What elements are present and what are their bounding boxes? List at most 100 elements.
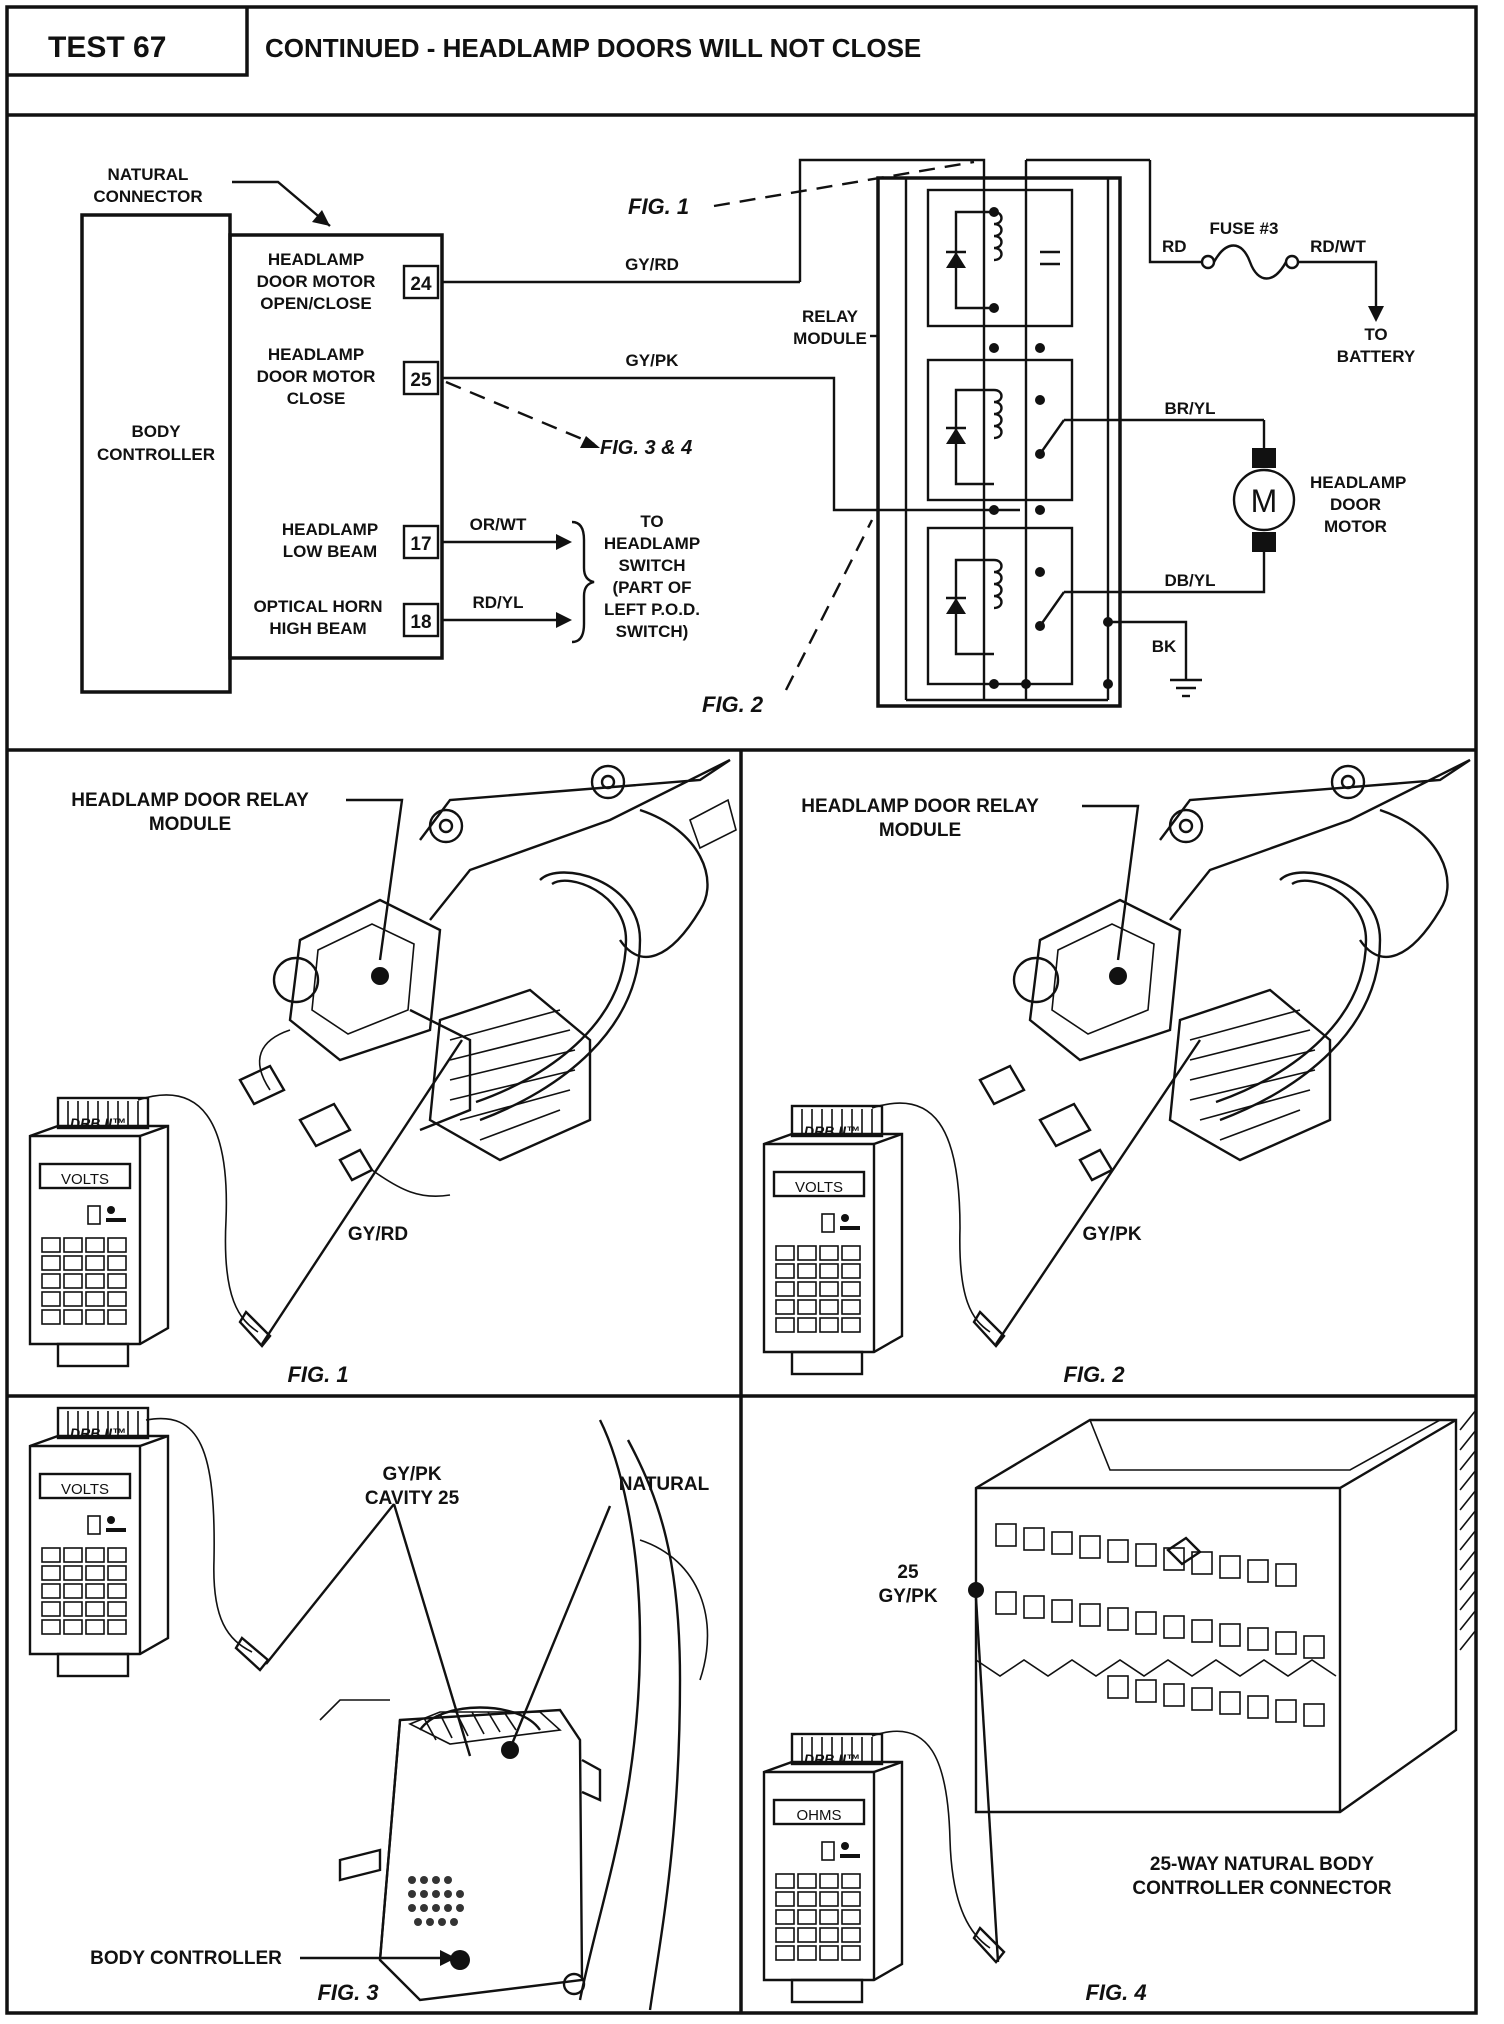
fig2-caption: FIG. 2 bbox=[1063, 1362, 1125, 1387]
fig3-tester bbox=[28, 1406, 170, 1678]
fig2-callout-2: MODULE bbox=[879, 820, 961, 841]
pin17-label-2: LOW BEAM bbox=[283, 542, 377, 561]
motor-label-3: MOTOR bbox=[1324, 517, 1387, 536]
wire-br-yl: BR/YL bbox=[1165, 399, 1216, 418]
fig34-ref: FIG. 3 & 4 bbox=[600, 437, 692, 459]
svg-text:SWITCH: SWITCH bbox=[618, 556, 685, 575]
pin18-label-2: HIGH BEAM bbox=[269, 619, 366, 638]
header-bar: TEST 67 CONTINUED - HEADLAMP DOORS WILL … bbox=[7, 7, 1476, 117]
fig1-panel: HEADLAMP DOOR RELAY MODULE bbox=[28, 758, 737, 1387]
natural-connector-box bbox=[228, 233, 444, 660]
fig3-cavity-label-1: GY/PK bbox=[382, 1464, 441, 1485]
wire-gy-pk: GY/PK bbox=[626, 351, 680, 370]
battery-label-1: TO bbox=[1364, 325, 1387, 344]
fig1-tester bbox=[28, 1096, 170, 1368]
relay-1 bbox=[926, 188, 1074, 328]
pin25-number: 25 bbox=[410, 370, 432, 391]
fig1-wire-label: GY/RD bbox=[348, 1224, 408, 1245]
pin24-box bbox=[402, 264, 440, 300]
fig2-tester-brand: DRB II™ bbox=[804, 1123, 860, 1139]
motor-letter: M bbox=[1251, 483, 1278, 519]
battery-label-2: BATTERY bbox=[1337, 347, 1416, 366]
relay-module-label-1: RELAY bbox=[802, 307, 859, 326]
fig2-tester-screen: VOLTS bbox=[795, 1179, 843, 1196]
wire-or-wt: OR/WT bbox=[470, 515, 527, 534]
pin17-box bbox=[402, 524, 440, 560]
panel-grid bbox=[7, 748, 1476, 2013]
fig4-panel: 25 GY/PK DRB II™ OHMS 25-WAY NATURAL BOD… bbox=[762, 1409, 1477, 2005]
fuse-label: FUSE #3 bbox=[1210, 219, 1279, 238]
svg-text:TO: TO bbox=[640, 512, 663, 531]
svg-text:LEFT P.O.D.: LEFT P.O.D. bbox=[604, 600, 700, 619]
pin24-label-3: OPEN/CLOSE bbox=[260, 294, 371, 313]
fig4-pin-label-1: 25 bbox=[897, 1562, 919, 1583]
wire-rd-wt: RD/WT bbox=[1310, 237, 1366, 256]
fig2-wire-label: GY/PK bbox=[1082, 1224, 1141, 1245]
natural-connector-label-1: NATURAL bbox=[108, 165, 189, 184]
fig1-test-lead bbox=[137, 1094, 259, 1333]
fig2-test-lead bbox=[871, 1102, 991, 1333]
motor-symbol bbox=[1232, 468, 1296, 532]
body-controller-label-2: CONTROLLER bbox=[97, 445, 215, 464]
fig1-tester-screen: VOLTS bbox=[61, 1171, 109, 1188]
pin25-box bbox=[402, 360, 440, 396]
relay-3 bbox=[926, 526, 1074, 686]
body-controller-label-1: BODY bbox=[131, 422, 181, 441]
motor-label-2: DOOR bbox=[1330, 495, 1381, 514]
test-label: TEST 67 bbox=[48, 31, 166, 64]
fig4-connector bbox=[974, 1409, 1477, 1814]
fig3-test-lead bbox=[145, 1417, 253, 1653]
fig2-ref: FIG. 2 bbox=[702, 692, 764, 717]
fig2-tester bbox=[762, 1104, 904, 1376]
fig3-caption: FIG. 3 bbox=[317, 1980, 378, 2005]
fig1-tester-brand: DRB II™ bbox=[70, 1115, 126, 1131]
wire-bk: BK bbox=[1152, 637, 1177, 656]
motor-label-1: HEADLAMP bbox=[1310, 473, 1406, 492]
fig3-tester-brand: DRB II™ bbox=[70, 1425, 126, 1441]
wire-rd-yl: RD/YL bbox=[473, 593, 524, 612]
pin18-label-1: OPTICAL HORN bbox=[253, 597, 382, 616]
wire-gy-rd: GY/RD bbox=[625, 255, 679, 274]
fig1-ref: FIG. 1 bbox=[628, 194, 689, 219]
fig3-tester-screen: VOLTS bbox=[61, 1481, 109, 1498]
fig3-natural-label: NATURAL bbox=[619, 1474, 710, 1495]
switch-brace bbox=[571, 520, 595, 644]
pin25-label-3: CLOSE bbox=[287, 389, 346, 408]
fig2-panel: HEADLAMP DOOR RELAY MODULE DRB II™ bbox=[762, 758, 1471, 1387]
fig4-caption: FIG. 4 bbox=[1085, 1980, 1146, 2005]
fig4-tester-brand: DRB II™ bbox=[804, 1751, 860, 1767]
headlamp-switch-label: TO HEADLAMP SWITCH (PART OF LEFT P.O.D. … bbox=[604, 512, 700, 641]
pin24-label-1: HEADLAMP bbox=[268, 250, 364, 269]
fig4-test-lead bbox=[871, 1730, 991, 1949]
fig4-connector-label-2: CONTROLLER CONNECTOR bbox=[1132, 1878, 1392, 1899]
svg-text:SWITCH): SWITCH) bbox=[616, 622, 689, 641]
svg-text:(PART OF: (PART OF bbox=[612, 578, 691, 597]
pin17-number: 17 bbox=[410, 534, 431, 555]
pin25-label-2: DOOR MOTOR bbox=[257, 367, 376, 386]
relay-2 bbox=[926, 358, 1074, 502]
fig1-caption: FIG. 1 bbox=[287, 1362, 348, 1387]
wiring-schematic: BODY CONTROLLER NATURAL CONNECTOR HEADLA… bbox=[80, 158, 1416, 717]
natural-connector-label-2: CONNECTOR bbox=[93, 187, 202, 206]
fig4-tester-screen: OHMS bbox=[797, 1807, 842, 1824]
page-title: CONTINUED - HEADLAMP DOORS WILL NOT CLOS… bbox=[265, 33, 921, 63]
pin18-box bbox=[402, 602, 440, 638]
fig3-panel: DRB II™ VOLTS GY/PK CAVITY 25 NATURAL bbox=[28, 1406, 710, 2011]
fig2-callout-1: HEADLAMP DOOR RELAY bbox=[801, 796, 1039, 817]
fig1-callout-2: MODULE bbox=[149, 814, 231, 835]
pin18-number: 18 bbox=[410, 612, 431, 633]
pin24-label-2: DOOR MOTOR bbox=[257, 272, 376, 291]
fig3-cavity-label-2: CAVITY 25 bbox=[365, 1488, 460, 1509]
fig4-connector-label-1: 25-WAY NATURAL BODY bbox=[1150, 1854, 1374, 1875]
wire-db-yl: DB/YL bbox=[1165, 571, 1216, 590]
fig1-dash-structure bbox=[238, 758, 737, 1198]
fig3-body-label: BODY CONTROLLER bbox=[90, 1948, 282, 1969]
svg-text:HEADLAMP: HEADLAMP bbox=[604, 534, 700, 553]
pin25-label-1: HEADLAMP bbox=[268, 345, 364, 364]
fig4-tester bbox=[762, 1732, 904, 2004]
fig1-callout-1: HEADLAMP DOOR RELAY bbox=[71, 790, 309, 811]
relay-module-box bbox=[876, 176, 1122, 708]
relay-module-label-2: MODULE bbox=[793, 329, 867, 348]
pin24-number: 24 bbox=[410, 274, 432, 295]
